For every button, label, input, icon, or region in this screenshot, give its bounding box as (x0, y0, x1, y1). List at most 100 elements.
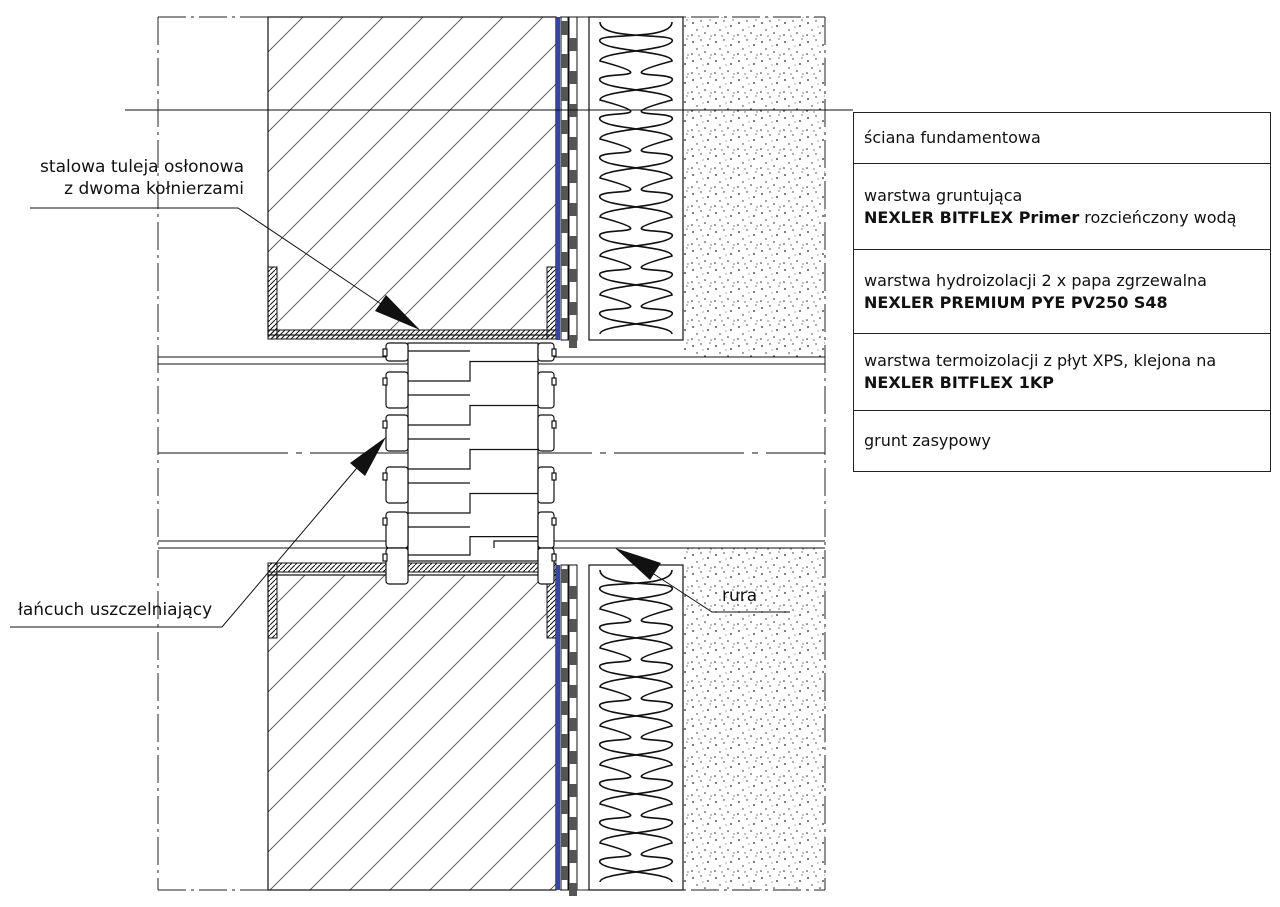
legend-row-primer-line1: warstwa gruntująca (864, 185, 1023, 205)
chain-bolt-nut (385, 342, 409, 362)
membrane-block (561, 668, 568, 682)
legend-row-primer-note: rozcieńczony wodą (1079, 207, 1237, 227)
membrane-block (561, 833, 568, 847)
legend-row-primer: warstwa gruntująca NEXLER BITFLEX Primer… (854, 163, 1270, 249)
membrane-block (561, 252, 568, 266)
membrane-block (561, 800, 568, 814)
pipe-leader (615, 548, 790, 613)
chain-bolt-head (551, 517, 557, 526)
sealing-chain-links (408, 350, 538, 556)
chain-bolt-nut (537, 547, 555, 585)
sealing-chain (407, 342, 539, 562)
chain-bolt-nut (385, 511, 409, 549)
legend-row-insulation-line1: warstwa termoizolacji z płyt XPS, klejon… (864, 351, 1217, 370)
membrane-block (569, 302, 577, 315)
chain-link-step (493, 540, 538, 548)
sealing-chain-bolts (382, 342, 557, 585)
chain-bolt-head (551, 377, 557, 386)
membrane-block (561, 602, 568, 616)
legend-row-backfill: grunt zasypowy (854, 410, 1270, 471)
membrane-block (561, 635, 568, 649)
membrane-block (561, 219, 568, 233)
membrane-block (561, 569, 568, 583)
xps-insulation-symbol (599, 21, 673, 883)
chain-leader (10, 437, 386, 628)
legend-row-waterproofing-product: NEXLER PREMIUM PYE PV250 S48 (864, 292, 1168, 312)
membrane-block (561, 767, 568, 781)
membrane-block (561, 318, 568, 332)
membrane-block (569, 883, 577, 896)
sleeve-leader (30, 207, 420, 330)
membrane-block (569, 71, 577, 84)
legend-row-insulation: warstwa termoizolacji z płyt XPS, klejon… (854, 333, 1270, 410)
chain-bolt-head (382, 377, 388, 386)
legend-row-primer-product: NEXLER BITFLEX Primer (864, 207, 1080, 227)
membrane-block (569, 751, 577, 764)
foundation-wall (267, 16, 557, 891)
chain-link-step (408, 536, 538, 556)
legend-row-insulation-product: NEXLER BITFLEX 1KP (864, 373, 1054, 392)
membrane-block (569, 586, 577, 599)
sleeve-label-line1: stalowa tuleja osłonowa (40, 157, 244, 177)
chain-bolt-head (382, 420, 388, 429)
sleeve-label-line2: z dwoma kołnierzami (64, 179, 244, 199)
membrane-block (569, 335, 577, 348)
chain-bolt-nut (385, 547, 409, 585)
chain-bolt-head (382, 472, 388, 481)
chain-link-step (408, 360, 538, 382)
chain-bolt-head (382, 348, 388, 357)
chain-bolt-nut (537, 414, 555, 452)
chain-bolt-nut (537, 371, 555, 409)
chain-link-step (408, 448, 538, 470)
chain-bolt-head (551, 472, 557, 481)
legend-row-foundation-text: ściana fundamentowa (864, 128, 1041, 147)
membrane-block (569, 817, 577, 830)
legend-row-backfill-text: grunt zasypowy (864, 431, 991, 450)
membrane-block (569, 269, 577, 282)
membrane-block (569, 718, 577, 731)
chain-bolt-head (382, 517, 388, 526)
chain-bolt-head (551, 420, 557, 429)
chain-bolt-head (382, 553, 388, 562)
membrane-block (561, 21, 568, 35)
chain-bolt-head (551, 553, 557, 562)
chain-bolt-head (551, 348, 557, 357)
membrane-block (569, 652, 577, 665)
chain-link-step (408, 492, 538, 514)
membrane-block (561, 701, 568, 715)
membrane-block (561, 285, 568, 299)
xps-wave-path (599, 569, 673, 883)
membrane-block (569, 203, 577, 216)
membrane-block (569, 38, 577, 51)
legend-table: ściana fundamentowa warstwa gruntująca N… (853, 112, 1271, 472)
membrane-block (561, 734, 568, 748)
membrane-block (561, 87, 568, 101)
xps-wave-path (599, 21, 673, 335)
chain-link-step (408, 404, 538, 426)
backfill-soil (684, 17, 825, 890)
membrane-block (569, 236, 577, 249)
chain-label: łańcuch uszczelniający (18, 600, 212, 620)
membrane-block (561, 54, 568, 68)
membrane-block (569, 685, 577, 698)
chain-bolt-nut (385, 371, 409, 409)
primer-layer (556, 17, 560, 890)
membrane-block (561, 120, 568, 134)
membrane-block (561, 153, 568, 167)
steel-sleeve (267, 266, 557, 639)
membrane-block (561, 866, 568, 880)
legend-row-foundation: ściana fundamentowa (854, 113, 1270, 163)
chain-bolt-nut (537, 466, 555, 504)
membrane-block (569, 137, 577, 150)
membrane-block (569, 619, 577, 632)
membrane-block (569, 784, 577, 797)
chain-bolt-nut (385, 414, 409, 452)
xps-wave-path (599, 569, 673, 883)
membrane-block (569, 170, 577, 183)
membrane-block (569, 850, 577, 863)
chain-bolt-nut (385, 466, 409, 504)
legend-row-waterproofing-line1: warstwa hydroizolacji 2 x papa zgrzewaln… (864, 270, 1207, 290)
pipe-label: rura (722, 586, 757, 606)
xps-wave-path (599, 21, 673, 335)
